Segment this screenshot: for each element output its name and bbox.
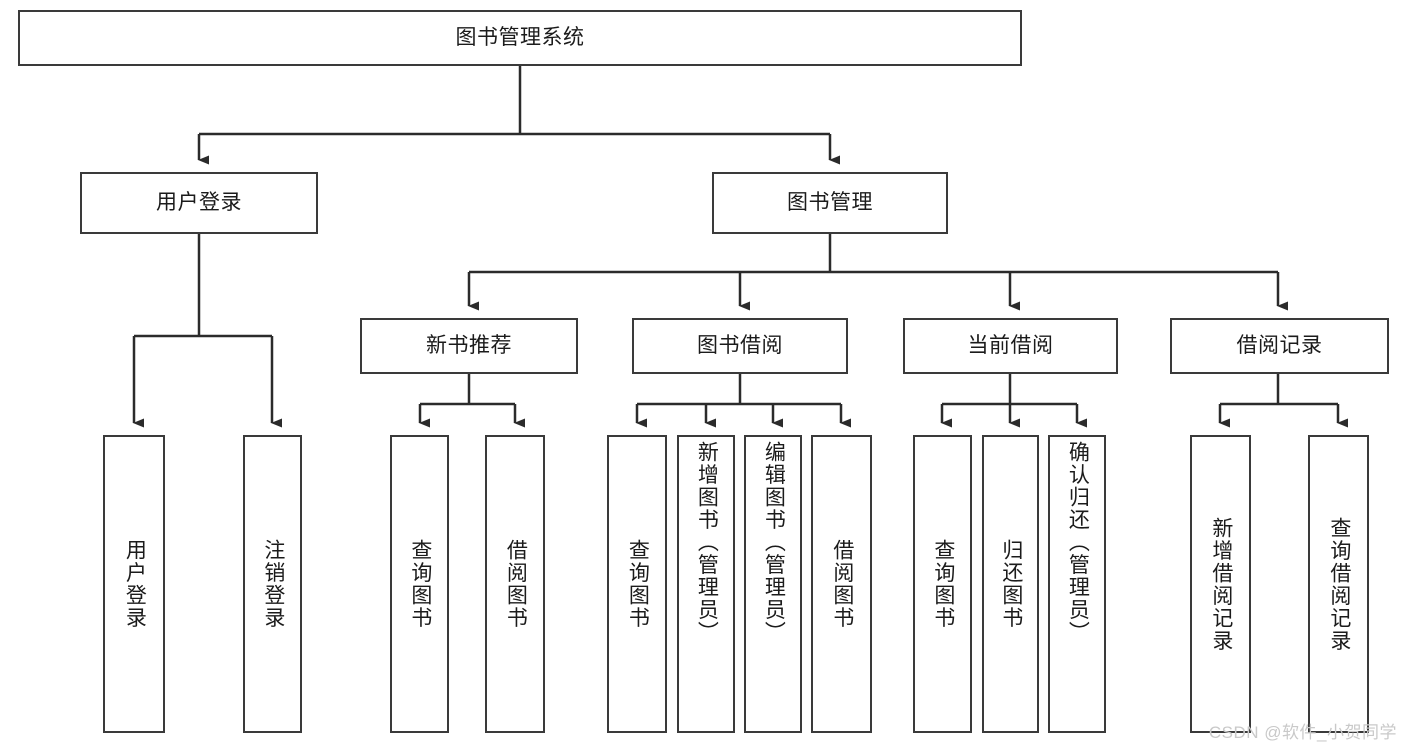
node-current-borrow[interactable]: 当前借阅 [903, 318, 1118, 374]
node-leaf-borrow-book-2[interactable]: 借阅图书 [811, 435, 872, 733]
node-leaf-logout-login[interactable]: 注销登录 [243, 435, 302, 733]
node-leaf-edit-book[interactable]: 编辑图书（管理员） [744, 435, 802, 733]
node-leaf-add-borrow-record[interactable]: 新增借阅记录 [1190, 435, 1251, 733]
node-leaf-confirm-return-label: 确认归还（管理员） [1066, 441, 1090, 644]
node-leaf-user-login[interactable]: 用户登录 [103, 435, 165, 733]
node-leaf-query-borrow-record-label: 查询借阅记录 [1327, 516, 1351, 652]
node-leaf-query-book-1[interactable]: 查询图书 [390, 435, 449, 733]
node-current-borrow-label: 当前借阅 [967, 334, 1054, 358]
node-book-manage[interactable]: 图书管理 [712, 172, 948, 234]
node-leaf-add-book-label: 新增图书（管理员） [695, 441, 719, 644]
node-leaf-add-book[interactable]: 新增图书（管理员） [677, 435, 735, 733]
node-book-manage-label: 图书管理 [787, 191, 873, 215]
edge-book-manage-to-level2 [467, 234, 1288, 311]
edge-user-login-to-leaves [132, 234, 282, 428]
node-book-borrow[interactable]: 图书借阅 [632, 318, 848, 374]
node-leaf-query-book-2[interactable]: 查询图书 [607, 435, 667, 733]
edge-book-borrow-to-leaves [635, 374, 851, 428]
edge-current-borrow-to-leaves [940, 374, 1087, 428]
node-leaf-return-book[interactable]: 归还图书 [982, 435, 1039, 733]
node-leaf-query-book-3[interactable]: 查询图书 [913, 435, 972, 733]
node-leaf-query-book-3-label: 查询图书 [931, 539, 955, 629]
node-leaf-logout-login-label: 注销登录 [261, 539, 285, 629]
node-leaf-confirm-return[interactable]: 确认归还（管理员） [1048, 435, 1106, 733]
node-leaf-add-borrow-record-label: 新增借阅记录 [1209, 516, 1233, 652]
node-leaf-query-book-1-label: 查询图书 [408, 539, 432, 629]
node-user-login-label: 用户登录 [156, 191, 242, 215]
node-borrow-record-label: 借阅记录 [1236, 334, 1323, 358]
node-root[interactable]: 图书管理系统 [18, 10, 1022, 66]
node-leaf-borrow-book-1[interactable]: 借阅图书 [485, 435, 545, 733]
node-root-label: 图书管理系统 [455, 26, 585, 50]
node-user-login[interactable]: 用户登录 [80, 172, 318, 234]
node-leaf-user-login-label: 用户登录 [123, 539, 147, 629]
node-leaf-query-book-2-label: 查询图书 [626, 539, 650, 629]
node-book-borrow-label: 图书借阅 [697, 334, 783, 358]
node-leaf-edit-book-label: 编辑图书（管理员） [762, 441, 786, 644]
node-leaf-return-book-label: 归还图书 [999, 539, 1023, 629]
edge-borrow-record-to-leaves [1218, 374, 1348, 428]
node-borrow-record[interactable]: 借阅记录 [1170, 318, 1389, 374]
node-new-book-recommend-label: 新书推荐 [426, 334, 512, 358]
node-new-book-recommend[interactable]: 新书推荐 [360, 318, 578, 374]
edge-root-to-level1 [197, 66, 840, 165]
node-leaf-query-borrow-record[interactable]: 查询借阅记录 [1308, 435, 1369, 733]
node-leaf-borrow-book-1-label: 借阅图书 [504, 539, 528, 629]
node-leaf-borrow-book-2-label: 借阅图书 [830, 539, 854, 629]
edge-new-book-recommend-to-leaves [418, 374, 525, 428]
